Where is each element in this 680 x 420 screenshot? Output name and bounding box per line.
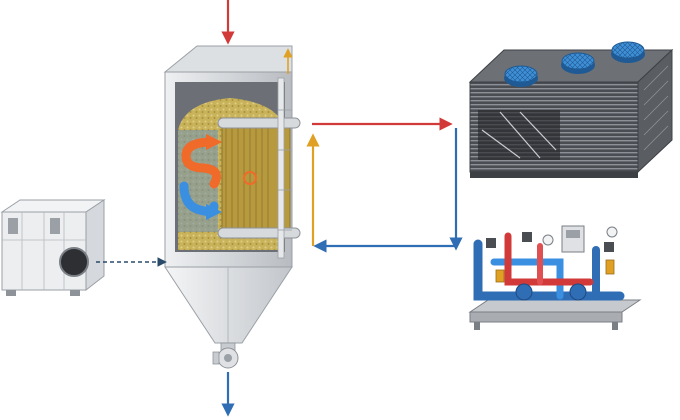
air-handling-unit-icon — [0, 199, 106, 296]
heat-exchanger-silo-icon — [163, 45, 301, 369]
pump-skid-icon — [468, 225, 642, 330]
cooling-tower-icon — [468, 41, 674, 178]
